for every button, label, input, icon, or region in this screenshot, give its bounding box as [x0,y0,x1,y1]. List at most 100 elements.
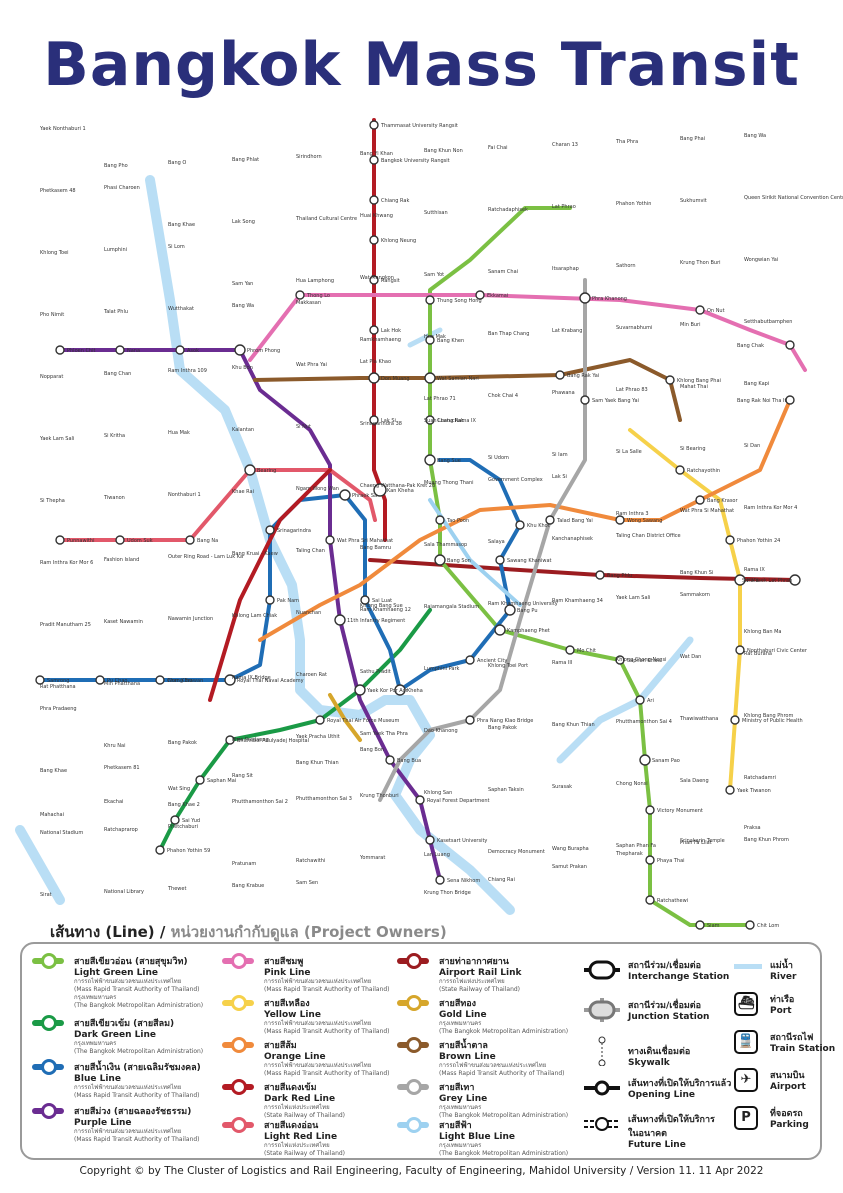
future-th2: ในอนาคต [628,1129,668,1139]
station-label: Victory Monument [657,808,703,814]
station-label: Phrom Phong [247,348,280,354]
station [95,675,105,685]
station-label: Bang Bon [360,747,384,753]
station-label: Royal Forest Department [427,798,490,804]
station-label: Bhumibol Adulyadej Hospital [237,738,309,744]
dark-red-line-southwest [208,468,332,702]
station-label: Si Dan [744,443,760,449]
station-label: Hua Lamphong [296,278,334,284]
station-label: Government Complex [488,477,543,483]
station-label: Phetchaburi [168,824,198,830]
station-label: Yaek Lam Sali [615,595,650,601]
station-label: Queen Sirikit National Convention Centre [744,195,843,201]
station [695,305,705,315]
opening-en: Opening Line [628,1090,696,1100]
station-label: Rajamangala Stadium [424,604,479,610]
owner-th: กรุงเทพมหานคร [74,1040,117,1047]
station-label: Bang Na [197,538,218,544]
station-label: Tiwanon [103,495,125,501]
station-label: Si La Salle [616,449,642,455]
east-river [556,636,694,764]
parking-th: ที่จอดรถ [770,1109,803,1119]
station-label: Sanam Chai [488,269,518,275]
line-name-th: สายสีเหลือง [264,999,310,1009]
station-label: Nonthaburi Civic Center [747,648,808,654]
station-label: Min Phatthana [104,681,140,687]
station [35,675,45,685]
station-label: Bangkok University Rangsit [381,158,450,164]
station-label: Phra Pradaeng [40,706,77,712]
station-label: Khlong Bang Phai [677,378,721,384]
station-label: Khru Nai [104,743,125,749]
line-name-th: สายสีฟ้า [439,1121,472,1131]
station-label: Yaek Pracha Uthit [295,734,340,740]
owner-en: (Mass Rapid Transit Authority of Thailan… [264,986,390,993]
station [195,775,205,785]
station [494,624,506,636]
station-label: Bang Wa [744,133,766,139]
station-label: Wang Burapha [552,846,589,852]
owner-en: (The Bangkok Metropolitan Administration… [74,1048,204,1055]
station-label: Kamphaeng Phet [507,628,550,634]
station [580,395,590,405]
station-marker-icon [406,1079,422,1095]
station-label: Khu Bon [232,365,253,371]
station-label: Bang Kruai - Kaew [232,551,278,557]
station-label: Sirindhorn [296,154,322,160]
station-label: Tao Poon [446,518,469,524]
station-label: Bang Khun Phrom [744,837,789,843]
owner-en: (The Bangkok Metropolitan Administration… [439,1112,569,1119]
train-icon: 🚆 [734,1030,758,1054]
station-label: Charoen Rat [296,672,327,678]
station-marker-icon [406,1117,422,1133]
line-name-en: Blue Line [74,1074,121,1084]
airport-en: Airport [770,1082,806,1092]
station-label: Saphan Phan Fa [616,843,656,849]
orange-line [258,398,792,642]
station-label: Bang Sue [437,458,461,464]
station-label: Bang Kapi [744,381,769,387]
station-label: Phra Pradaeng [232,737,269,743]
station-label: Sukhumvit [680,198,707,204]
owner-th: การรถไฟฟ้าขนส่งมวลชนแห่งประเทศไทย [264,1020,372,1027]
station-label: Bang Bua [397,758,421,764]
station-label: Bang Pu [517,608,538,614]
future-en: Future Line [628,1140,686,1150]
station-label: Sirat [40,892,52,898]
station-label: Krung Thon Bridge [424,890,471,896]
station-label: Sawang Khaniwat [507,558,552,564]
station-marker-icon [406,953,422,969]
station-label: Praksa [744,825,761,831]
station-label: Wat Dan [680,654,701,660]
station-label: Khlong Toei [40,250,69,256]
station-marker-icon [231,953,247,969]
owner-en: (Mass Rapid Transit Authority of Thailan… [74,986,200,993]
station-label: Wat Mangkon [360,275,394,281]
light-red-line [58,468,377,542]
station [415,795,425,805]
station-label: Bang Krasor [707,498,738,504]
station-label: Bang Yi Khan [360,151,393,157]
station-label: Talad Bang Yai [556,518,593,524]
station-label: Sai Luat [372,598,392,604]
port-th: ท่าเรือ [770,995,795,1005]
line-name-en: Purple Line [74,1118,132,1128]
station-label: Srinagarindra [277,528,311,534]
owner-th: กรุงเทพมหานคร [439,1020,482,1027]
station-label: Talat Phlu [103,309,128,315]
station [645,895,655,905]
station [244,464,256,476]
owner-en: (Mass Rapid Transit Authority of Thailan… [264,1028,390,1035]
station [495,555,505,565]
line-name-th: สายสีม่วง (สายฉลองรัชธรรม) [74,1107,192,1117]
station-label: Phra Nang Klao Bridge [477,718,533,724]
station-label: Bang Pakok [168,740,197,746]
station-label: Wat Phra Yai [296,362,327,368]
owner-th: การรถไฟแห่งประเทศไทย [439,978,505,985]
station-label: Ram Inthra 109 [168,368,207,374]
yellow-line [628,428,742,792]
pink-line [248,293,807,372]
station [369,155,379,165]
stations-layer [35,120,801,930]
